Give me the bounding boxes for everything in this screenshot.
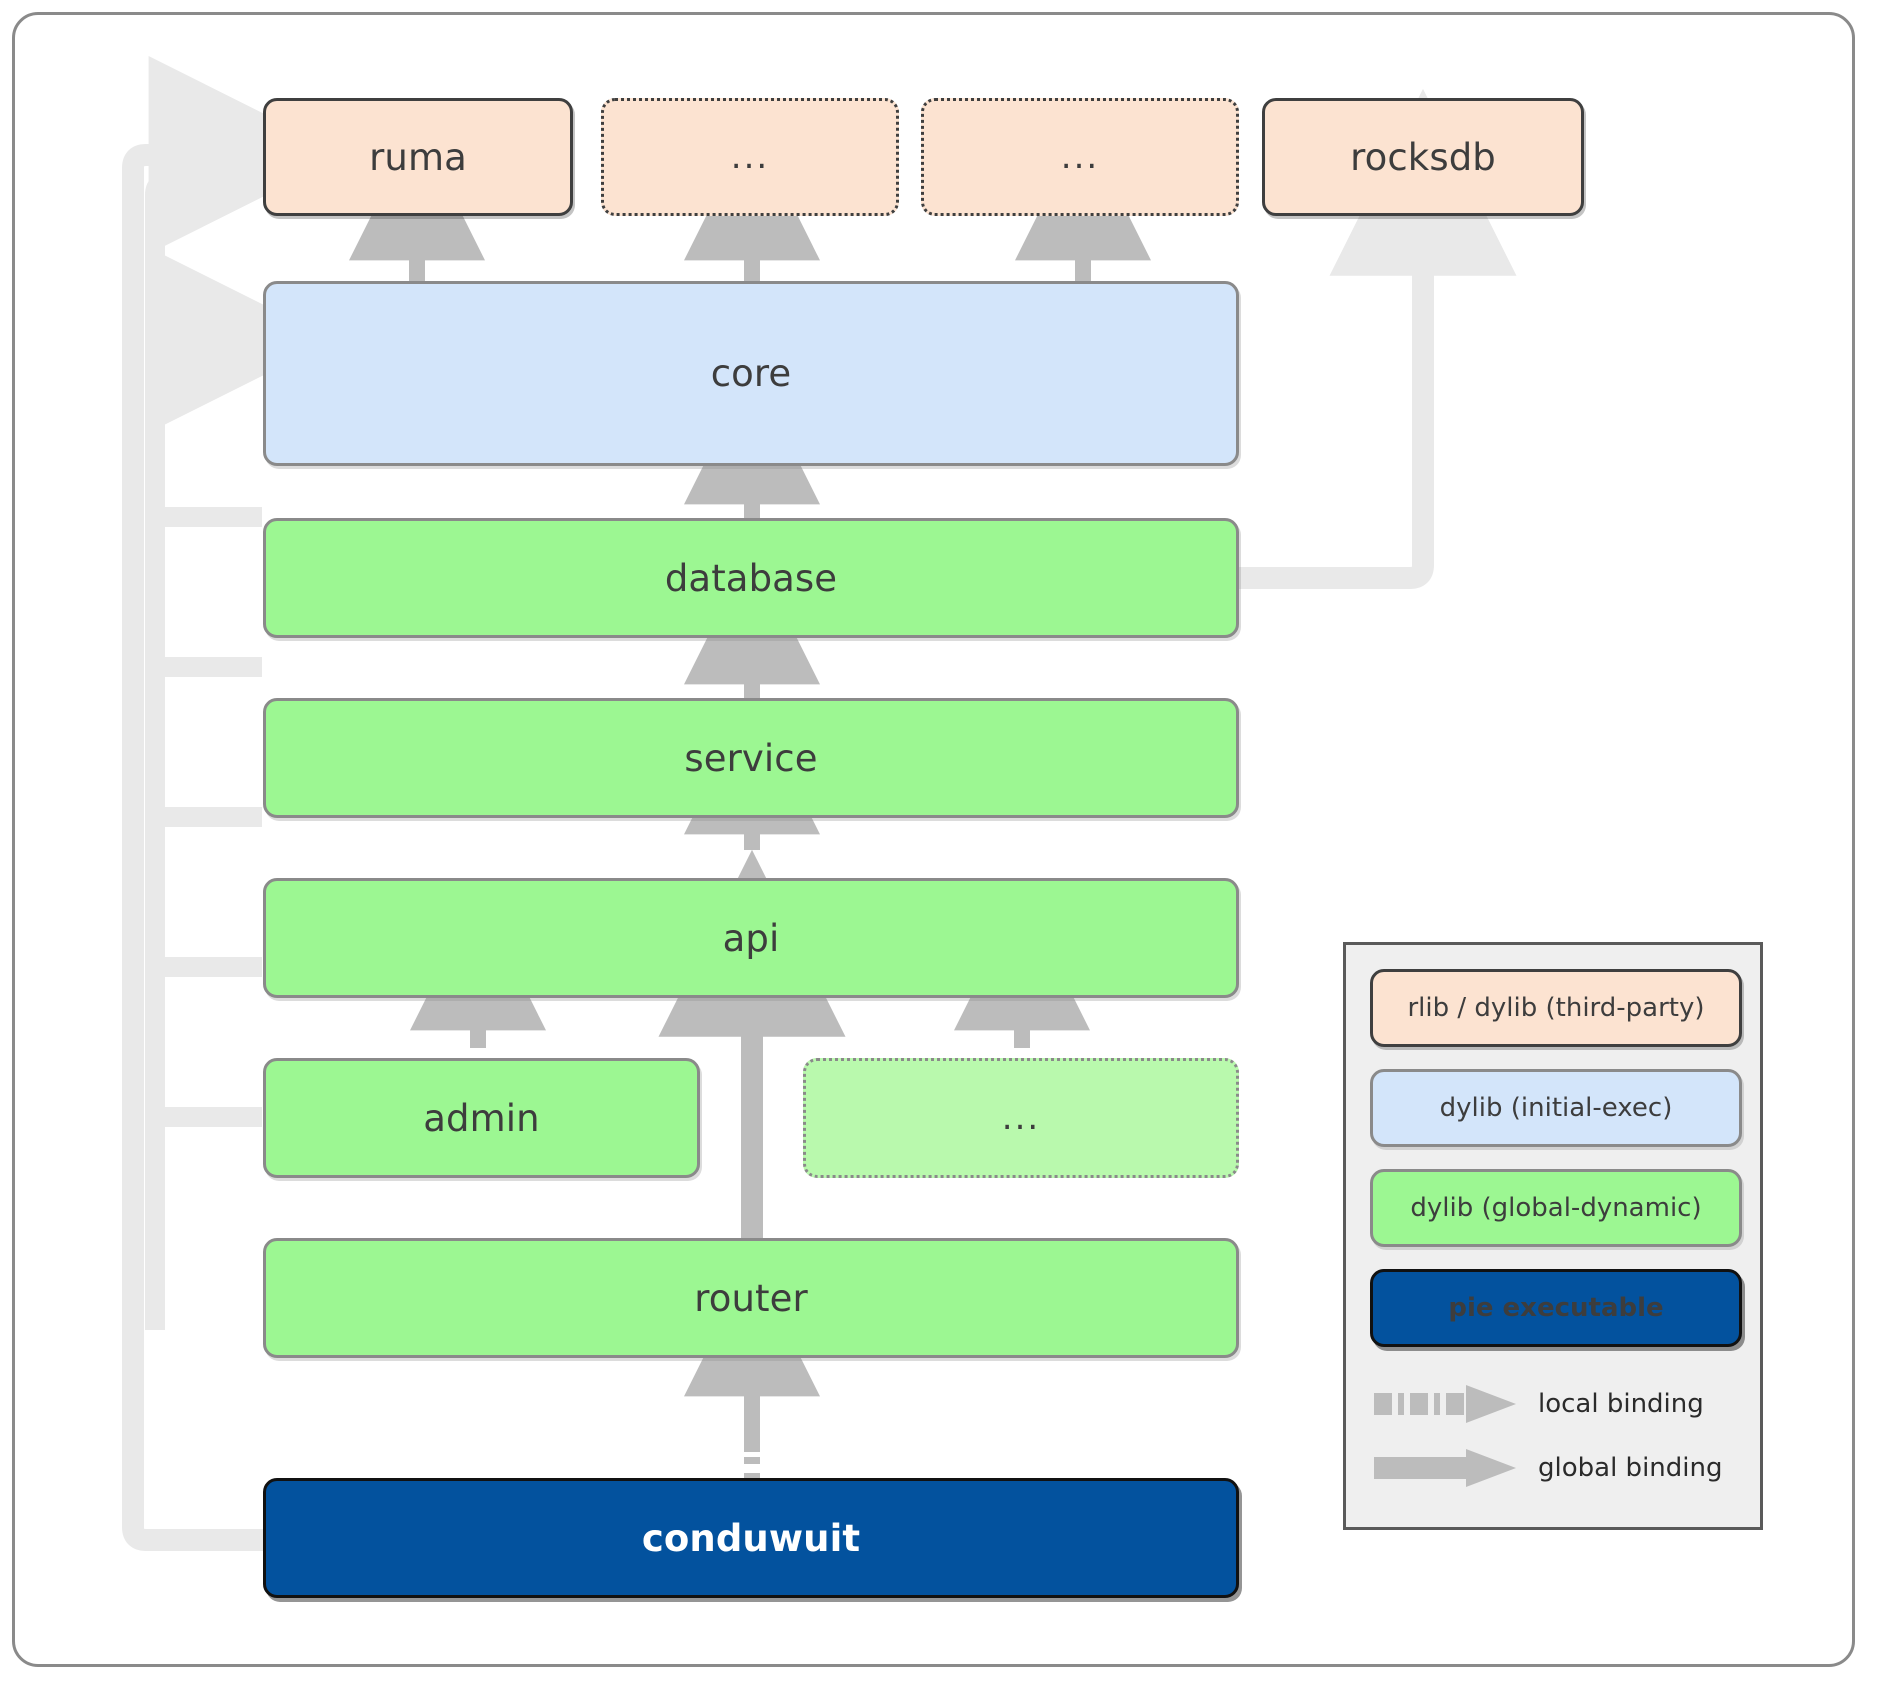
- node-service[interactable]: service: [263, 698, 1239, 818]
- node-admin-label: admin: [423, 1096, 540, 1140]
- legend-local-binding-label: local binding: [1538, 1389, 1704, 1419]
- node-api[interactable]: api: [263, 878, 1239, 998]
- node-third-party-a-label: ...: [730, 137, 770, 177]
- node-database-label: database: [664, 556, 838, 600]
- node-service-label: service: [684, 736, 818, 780]
- legend-chip-third-party: rlib / dylib (third-party): [1370, 969, 1742, 1047]
- legend-chip-third-party-label: rlib / dylib (third-party): [1407, 993, 1705, 1023]
- legend-chip-pie-executable: pie executable: [1370, 1269, 1742, 1347]
- node-api-label: api: [722, 916, 780, 960]
- node-core[interactable]: core: [263, 281, 1239, 466]
- local-binding-arrow-icon: [1374, 1385, 1516, 1423]
- legend-panel: rlib / dylib (third-party) dylib (initia…: [1343, 942, 1763, 1530]
- node-rocksdb-label: rocksdb: [1350, 135, 1496, 179]
- node-extra[interactable]: ...: [803, 1058, 1239, 1178]
- legend-chip-pie-executable-label: pie executable: [1448, 1293, 1664, 1323]
- node-conduwuit[interactable]: conduwuit: [263, 1478, 1239, 1598]
- legend-chip-initial-exec: dylib (initial-exec): [1370, 1069, 1742, 1147]
- node-conduwuit-label: conduwuit: [641, 1516, 861, 1560]
- legend-chip-global-dynamic-label: dylib (global-dynamic): [1410, 1193, 1702, 1223]
- global-binding-arrow-icon: [1374, 1449, 1516, 1487]
- node-rocksdb[interactable]: rocksdb: [1262, 98, 1584, 216]
- node-third-party-a[interactable]: ...: [601, 98, 899, 216]
- node-admin[interactable]: admin: [263, 1058, 700, 1178]
- node-core-label: core: [710, 352, 792, 395]
- node-extra-label: ...: [1001, 1098, 1041, 1138]
- node-ruma-label: ruma: [369, 135, 467, 179]
- legend-chip-initial-exec-label: dylib (initial-exec): [1439, 1093, 1673, 1123]
- node-router-label: router: [694, 1276, 808, 1320]
- legend-row-global-binding: global binding: [1370, 1439, 1742, 1497]
- node-router[interactable]: router: [263, 1238, 1239, 1358]
- node-third-party-b-label: ...: [1060, 137, 1100, 177]
- legend-chip-global-dynamic: dylib (global-dynamic): [1370, 1169, 1742, 1247]
- node-database[interactable]: database: [263, 518, 1239, 638]
- node-ruma[interactable]: ruma: [263, 98, 573, 216]
- legend-row-local-binding: local binding: [1370, 1375, 1742, 1433]
- node-third-party-b[interactable]: ...: [921, 98, 1239, 216]
- legend-global-binding-label: global binding: [1538, 1453, 1723, 1483]
